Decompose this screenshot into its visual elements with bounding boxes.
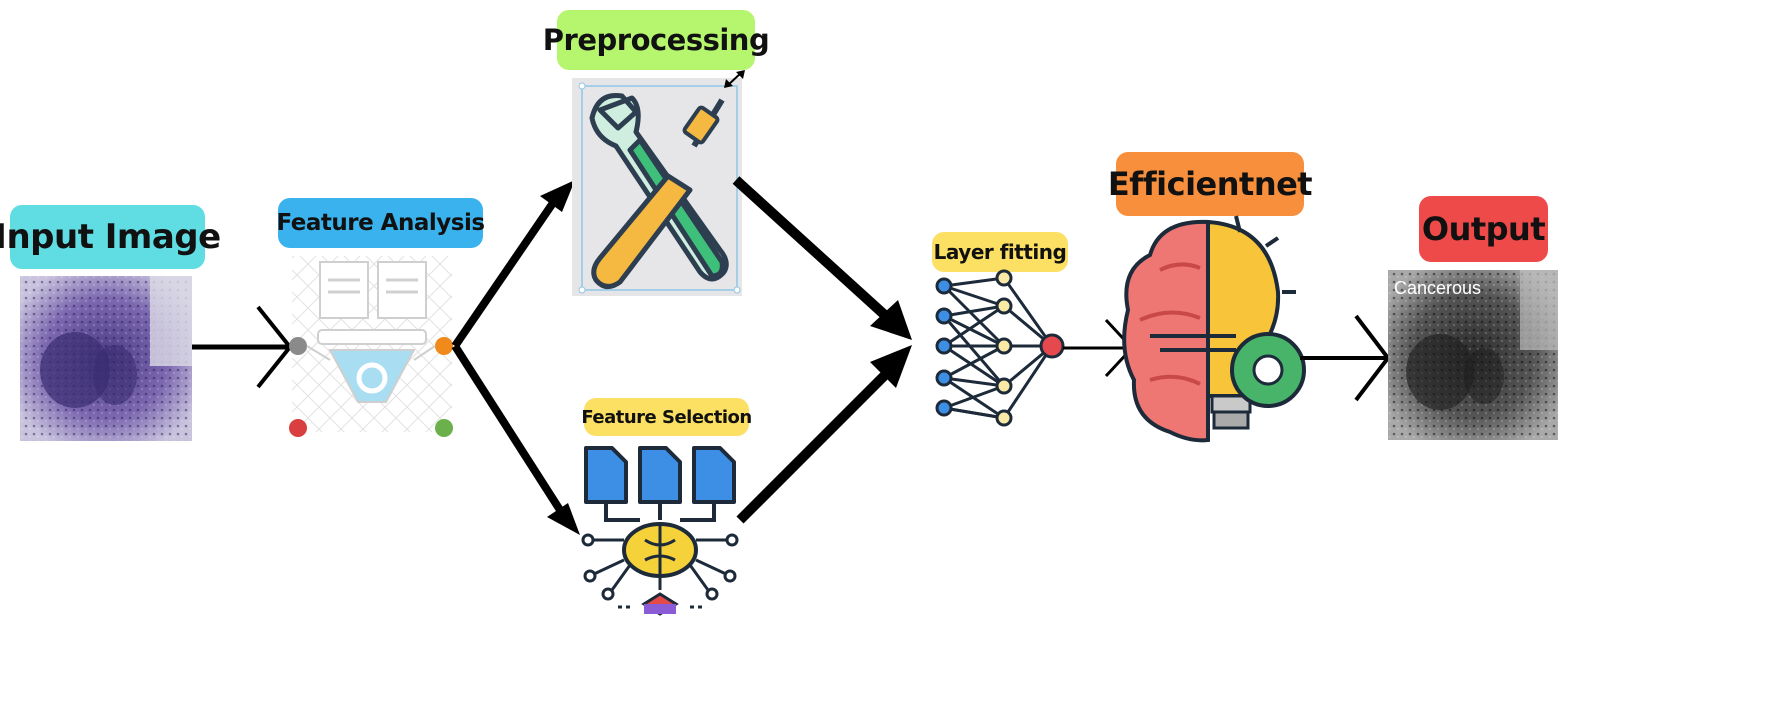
arrow-layer-fitting-to-efficientnet (1063, 318, 1135, 378)
efficientnet-label: Efficientnet (1108, 152, 1313, 216)
arrow-input-to-analysis (192, 305, 293, 389)
feature-analysis-label: Feature Analysis (276, 198, 485, 248)
brain-lightbulb-gear-icon (1122, 215, 1306, 443)
output-caption: Cancerous (1394, 278, 1482, 298)
feature-selection-label: Feature Selection (581, 398, 752, 436)
arrow-analysis-to-selection (451, 343, 580, 535)
layer-fitting-label: Layer fitting (932, 232, 1068, 272)
output-label: Output (1419, 196, 1548, 262)
arrow-selection-to-layer-fitting (736, 345, 912, 524)
arrow-efficientnet-to-output (1300, 314, 1391, 402)
input-histology-image (20, 276, 192, 441)
neural-network-icon (935, 269, 1065, 427)
arrow-analysis-to-preprocessing (451, 180, 575, 349)
arrow-preprocessing-to-layer-fitting (732, 176, 912, 340)
wrench-screwdriver-icon (572, 70, 745, 296)
preprocessing-label: Preprocessing (543, 10, 770, 70)
input-image-label: Input Image (0, 205, 221, 269)
grayscale-histology-image (1388, 270, 1558, 440)
funnel-gear-icon (289, 256, 453, 437)
documents-brain-icon (581, 446, 739, 616)
